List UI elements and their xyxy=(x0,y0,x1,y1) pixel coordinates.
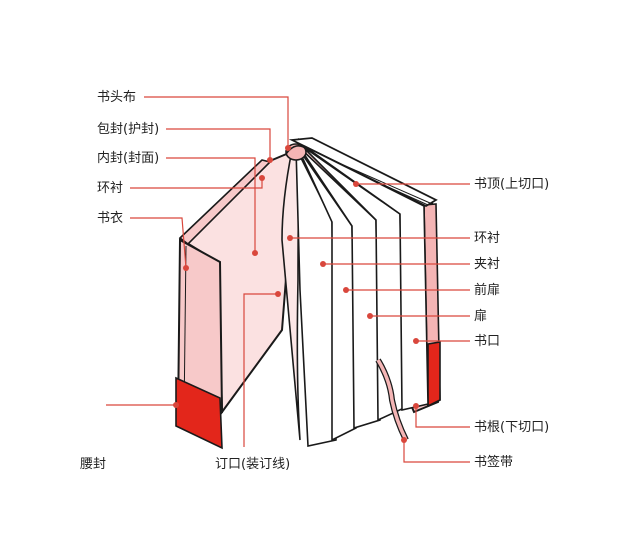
label-top-edge: 书顶(上切口) xyxy=(474,177,549,192)
label-book-cloth: 书衣 xyxy=(97,210,123,226)
jacket-flap xyxy=(176,238,224,422)
label-bookmark-ribbon: 书签带 xyxy=(474,454,513,470)
back-belly-band xyxy=(427,341,441,408)
label-endpaper-left: 环衬 xyxy=(97,181,123,196)
label-fore-edge: 书口 xyxy=(474,334,500,349)
label-head-band: 书头布 xyxy=(97,90,136,105)
label-endpaper-right: 环衬 xyxy=(474,231,500,246)
leader-lines xyxy=(106,96,470,463)
label-gutter: 订口(装订线) xyxy=(215,457,290,472)
leader-dots xyxy=(173,145,419,443)
front-belly-band xyxy=(175,376,223,450)
label-bottom-edge: 书根(下切口) xyxy=(474,420,549,435)
label-front-title: 前扉 xyxy=(474,282,500,298)
label-title-page: 扉 xyxy=(474,308,487,324)
label-cover: 内封(封面) xyxy=(97,150,159,166)
label-belly-band: 腰封 xyxy=(80,457,106,472)
label-dust-jacket: 包封(护封) xyxy=(97,122,159,137)
label-interleaf: 夹衬 xyxy=(474,257,500,272)
